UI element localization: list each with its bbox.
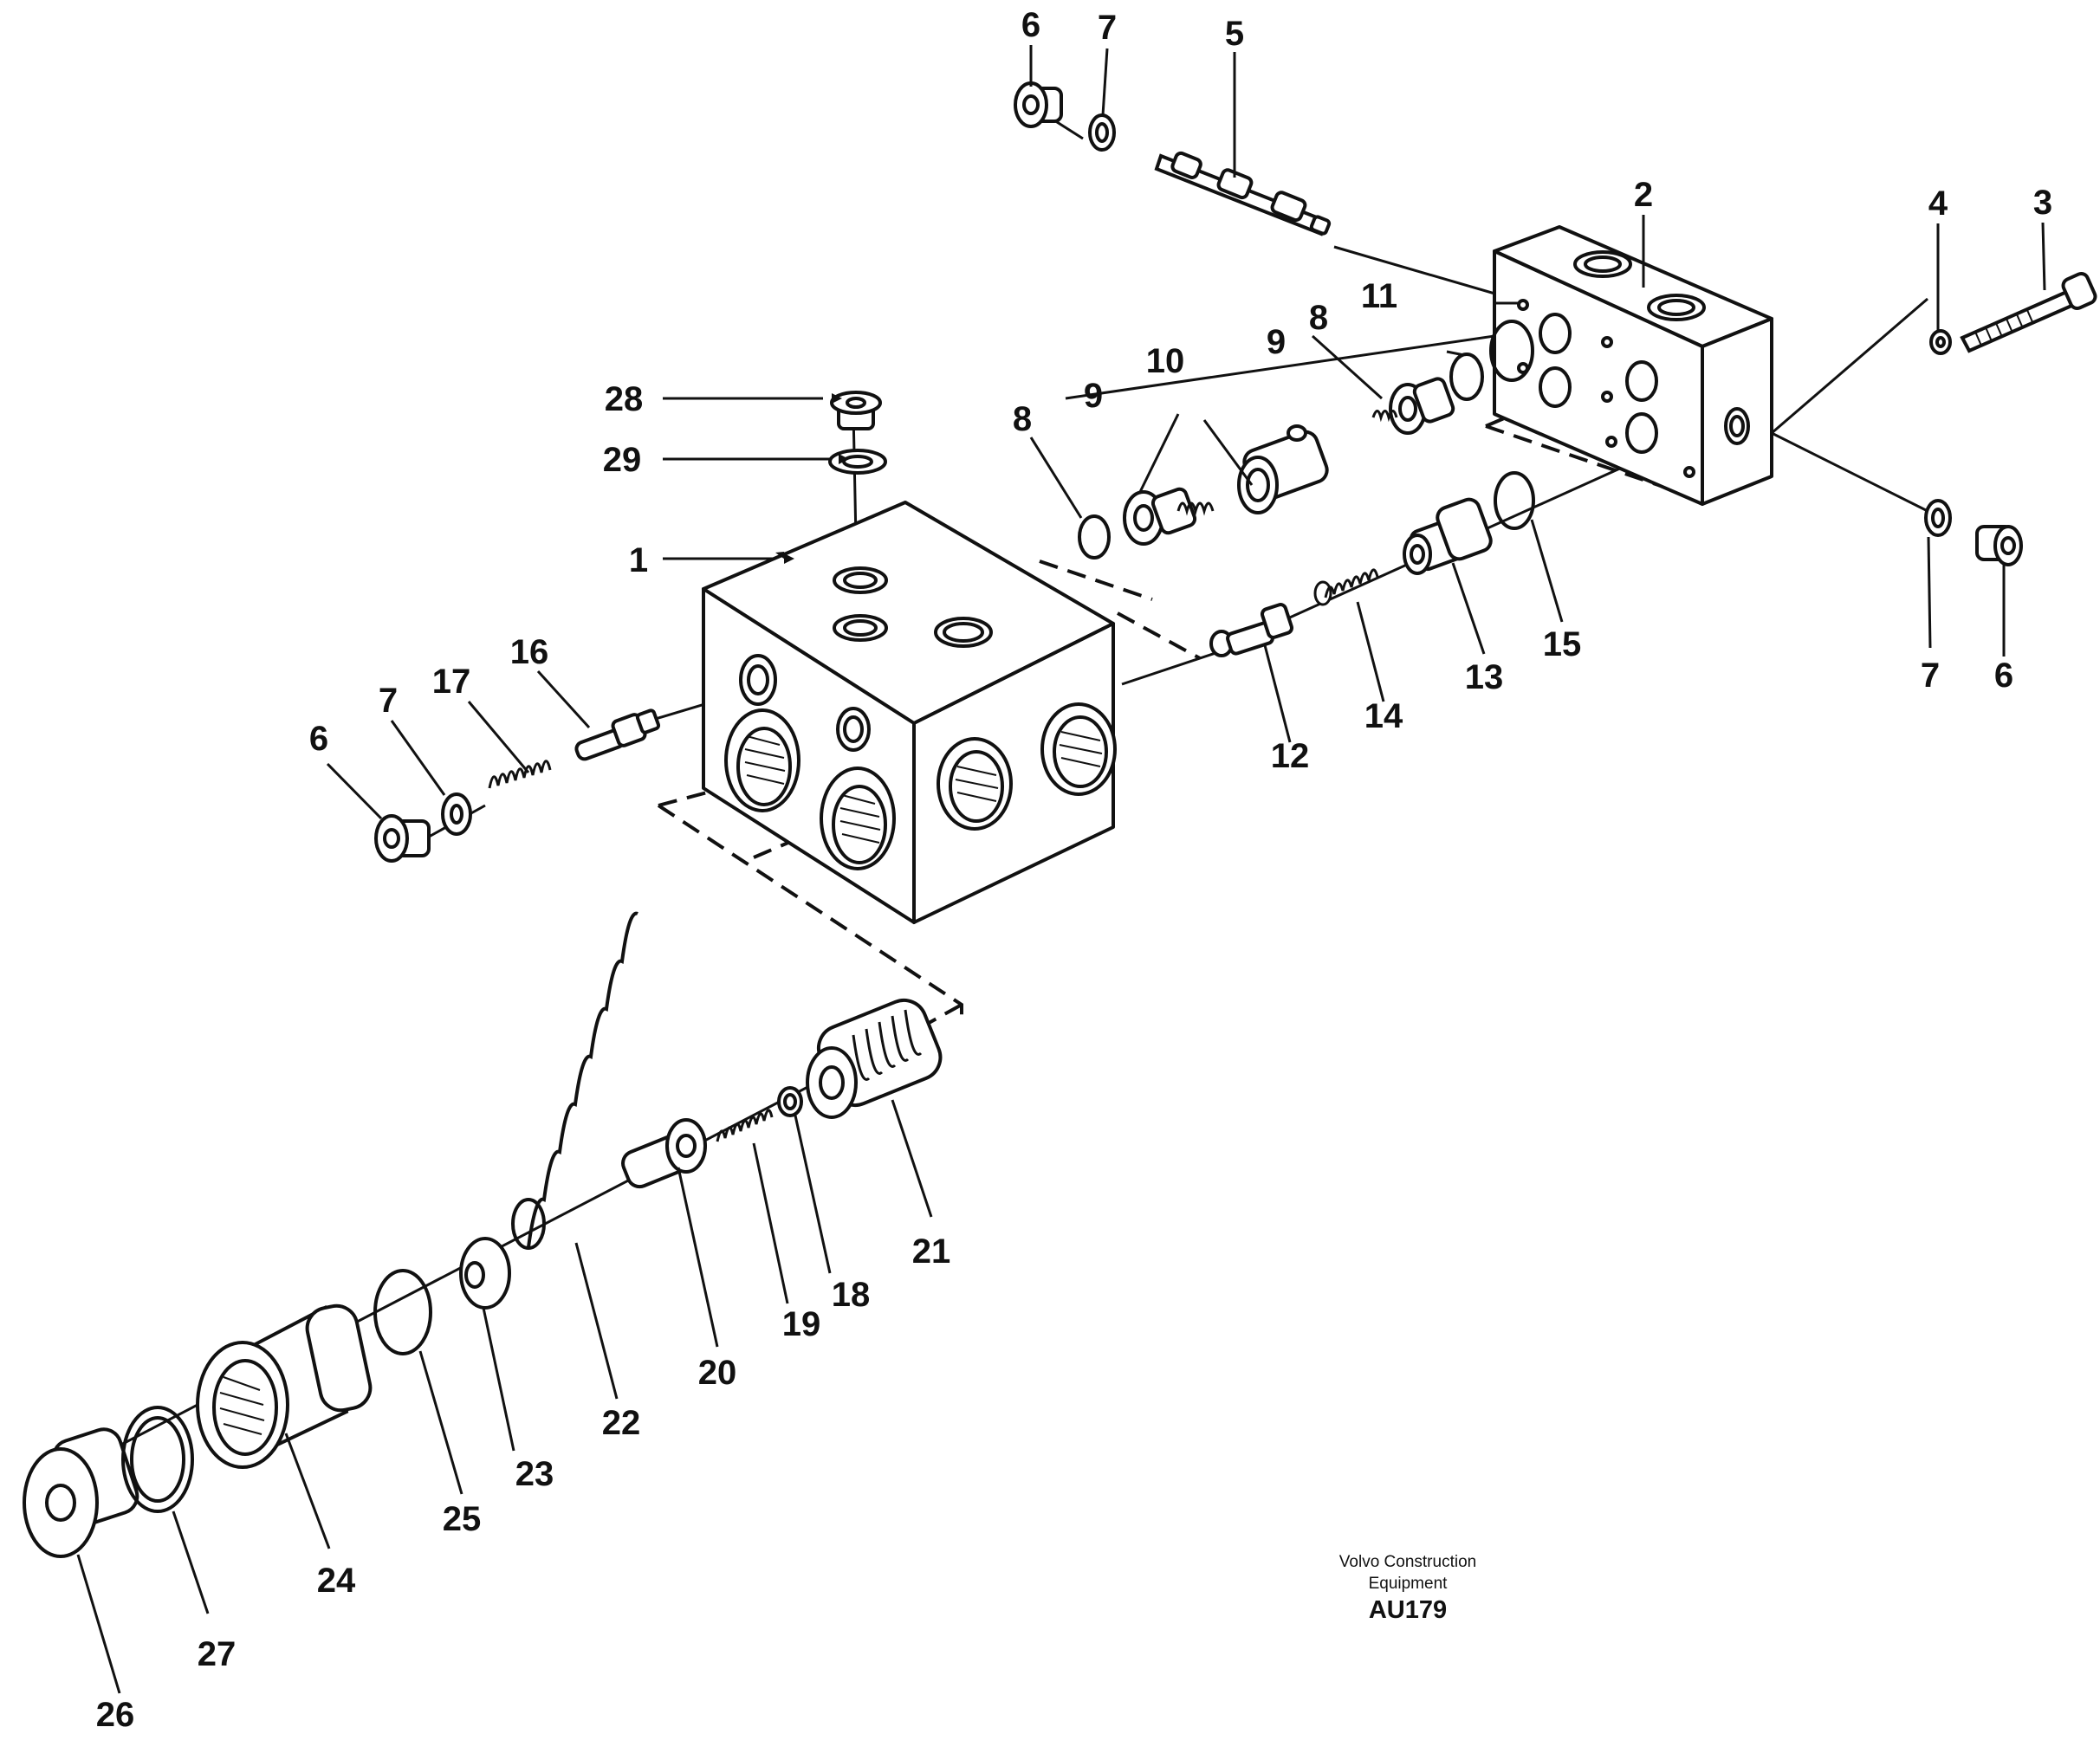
callout-22: 22 bbox=[602, 1404, 641, 1442]
poppet-part-12 bbox=[1209, 603, 1294, 657]
callout-9-right: 9 bbox=[1267, 323, 1286, 361]
washer-part-23 bbox=[459, 1237, 511, 1310]
plug-part-6-top bbox=[1014, 81, 1063, 128]
callout-10: 10 bbox=[1146, 342, 1185, 380]
callout-14: 14 bbox=[1364, 697, 1403, 735]
o-ring-part-25 bbox=[373, 1269, 432, 1355]
nut-part-24 bbox=[196, 1303, 373, 1469]
callout-13: 13 bbox=[1465, 658, 1504, 696]
callout-6-left: 6 bbox=[309, 720, 328, 758]
spool-part-5 bbox=[1154, 151, 1332, 236]
spring-part-19 bbox=[716, 1109, 774, 1142]
o-ring-part-8 bbox=[1078, 353, 1484, 560]
valve-block-secondary bbox=[1493, 225, 1773, 506]
callout-5: 5 bbox=[1225, 15, 1244, 53]
seat-part-18 bbox=[777, 1086, 803, 1117]
o-ring-part-11 bbox=[1489, 320, 1534, 382]
callout-28: 28 bbox=[605, 380, 644, 418]
callout-leader-lines bbox=[76, 45, 2046, 1694]
spring-part-14 bbox=[1313, 568, 1379, 606]
callout-8-left: 8 bbox=[1013, 400, 1032, 438]
caption-line-2: Equipment bbox=[1369, 1575, 1449, 1593]
valve-part-9 bbox=[1123, 377, 1455, 546]
callout-7-right: 7 bbox=[1921, 657, 1940, 695]
piston-part-13 bbox=[1403, 497, 1493, 575]
washer-part-29 bbox=[828, 449, 887, 475]
callout-1: 1 bbox=[629, 541, 648, 579]
callout-11: 11 bbox=[1361, 277, 1397, 315]
plug-part-28 bbox=[830, 391, 882, 430]
nut-thread bbox=[219, 1376, 265, 1435]
callout-3: 3 bbox=[2033, 184, 2052, 222]
cartridge-part-21 bbox=[806, 998, 943, 1119]
callout-15: 15 bbox=[1543, 625, 1582, 663]
callout-25: 25 bbox=[443, 1500, 482, 1538]
washer-part-4 bbox=[1929, 329, 1952, 355]
callout-2: 2 bbox=[1634, 176, 1653, 214]
bolt-thread bbox=[1974, 309, 2034, 346]
callout-8-right: 8 bbox=[1309, 299, 1328, 337]
callout-16: 16 bbox=[510, 633, 549, 671]
piston-part-20 bbox=[621, 1118, 707, 1189]
port-thread-hatching bbox=[744, 731, 1103, 844]
callout-21: 21 bbox=[912, 1232, 951, 1271]
plug-part-6-right bbox=[1975, 525, 2023, 566]
figure-caption: Volvo Construction Equipment AU179 bbox=[1339, 1553, 1476, 1624]
plug-part-6-left bbox=[374, 814, 431, 863]
callout-18: 18 bbox=[832, 1276, 871, 1314]
callout-29: 29 bbox=[603, 441, 642, 479]
callout-23: 23 bbox=[515, 1455, 554, 1493]
o-ring-part-15 bbox=[1494, 471, 1535, 530]
spring-part-22 bbox=[511, 911, 638, 1250]
callout-6-top: 6 bbox=[1021, 6, 1040, 44]
callout-12: 12 bbox=[1271, 737, 1310, 775]
caption-line-1: Volvo Construction bbox=[1339, 1553, 1476, 1571]
callout-19: 19 bbox=[782, 1305, 821, 1343]
spring-part-17 bbox=[488, 760, 552, 789]
plug-part-26 bbox=[23, 1427, 139, 1558]
seal-ring-part-27 bbox=[121, 1406, 194, 1513]
figure-code: AU179 bbox=[1369, 1596, 1447, 1624]
pin-part-16 bbox=[574, 708, 661, 761]
callout-6-right: 6 bbox=[1994, 657, 2013, 695]
callout-17: 17 bbox=[432, 663, 471, 701]
callout-arrowheads bbox=[775, 393, 849, 564]
callout-26: 26 bbox=[96, 1696, 135, 1734]
callout-numbers: 6 7 5 2 4 3 11 8 9 10 9 8 28 29 1 16 17 … bbox=[96, 6, 2052, 1734]
callout-4: 4 bbox=[1928, 184, 1948, 223]
callout-27: 27 bbox=[198, 1635, 237, 1673]
sleeve-part-10 bbox=[1237, 424, 1329, 514]
callout-7-left: 7 bbox=[379, 682, 398, 720]
cartridge-thread bbox=[852, 1009, 923, 1081]
valve-spring-part-9 bbox=[1176, 410, 1398, 516]
callout-20: 20 bbox=[698, 1354, 737, 1392]
callout-9-left: 9 bbox=[1084, 377, 1103, 415]
washer-part-7 bbox=[441, 113, 1952, 836]
callout-24: 24 bbox=[317, 1562, 356, 1600]
callout-7-top: 7 bbox=[1098, 9, 1117, 47]
